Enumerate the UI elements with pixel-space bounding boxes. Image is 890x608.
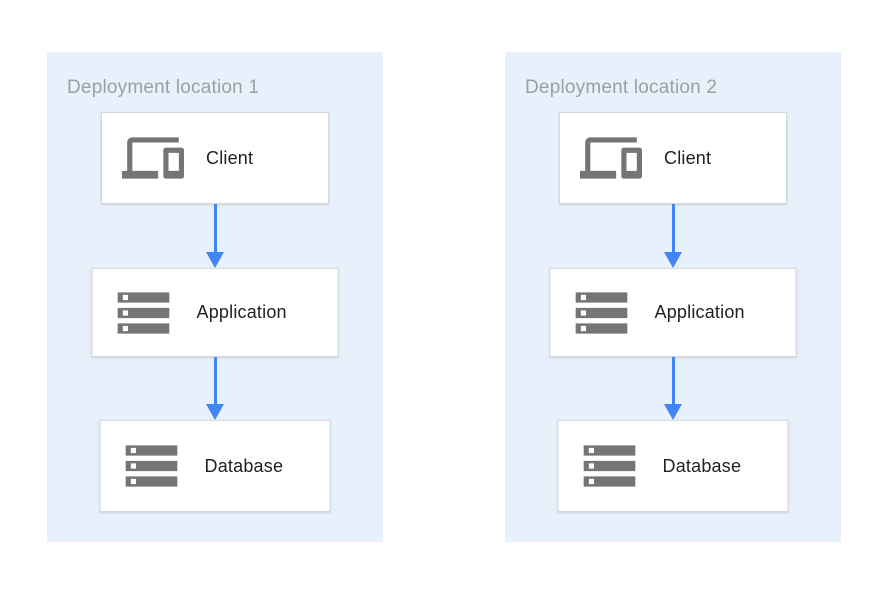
arrow-head: [206, 252, 224, 268]
node-label: Database: [662, 455, 742, 476]
storage-icon: [571, 282, 633, 344]
arrow-line: [671, 204, 675, 252]
node-label: Application: [196, 302, 287, 322]
storage-icon: [121, 435, 183, 497]
node-label: Application: [654, 302, 745, 322]
node-label: Client: [206, 147, 254, 168]
node-database: Database: [99, 420, 331, 512]
arrow-head: [664, 252, 682, 268]
node-label: Client: [664, 147, 712, 168]
arrow-client-to-application: [664, 204, 682, 268]
node-client: Client: [559, 112, 787, 204]
arrow-client-to-application: [206, 204, 224, 268]
panel-title: Deployment location 1: [67, 77, 260, 98]
devices-icon: [122, 127, 184, 189]
storage-icon: [113, 282, 175, 344]
node-application: Application: [91, 268, 339, 357]
arrow-head: [206, 404, 224, 420]
node-client: Client: [101, 112, 329, 204]
panel-title: Deployment location 2: [525, 77, 718, 98]
node-label: Database: [204, 455, 284, 476]
arrow-application-to-database: [206, 357, 224, 420]
arrow-line: [213, 204, 217, 252]
deployment-location-2-panel: Deployment location 2 Client Application: [505, 52, 841, 542]
arrow-application-to-database: [664, 357, 682, 420]
node-database: Database: [557, 420, 789, 512]
storage-icon: [579, 435, 641, 497]
arrow-line: [213, 357, 217, 404]
deployment-location-1-panel: Deployment location 1 Client Application: [47, 52, 383, 542]
node-application: Application: [549, 268, 797, 357]
devices-icon: [580, 127, 642, 189]
arrow-line: [671, 357, 675, 404]
arrow-head: [664, 404, 682, 420]
